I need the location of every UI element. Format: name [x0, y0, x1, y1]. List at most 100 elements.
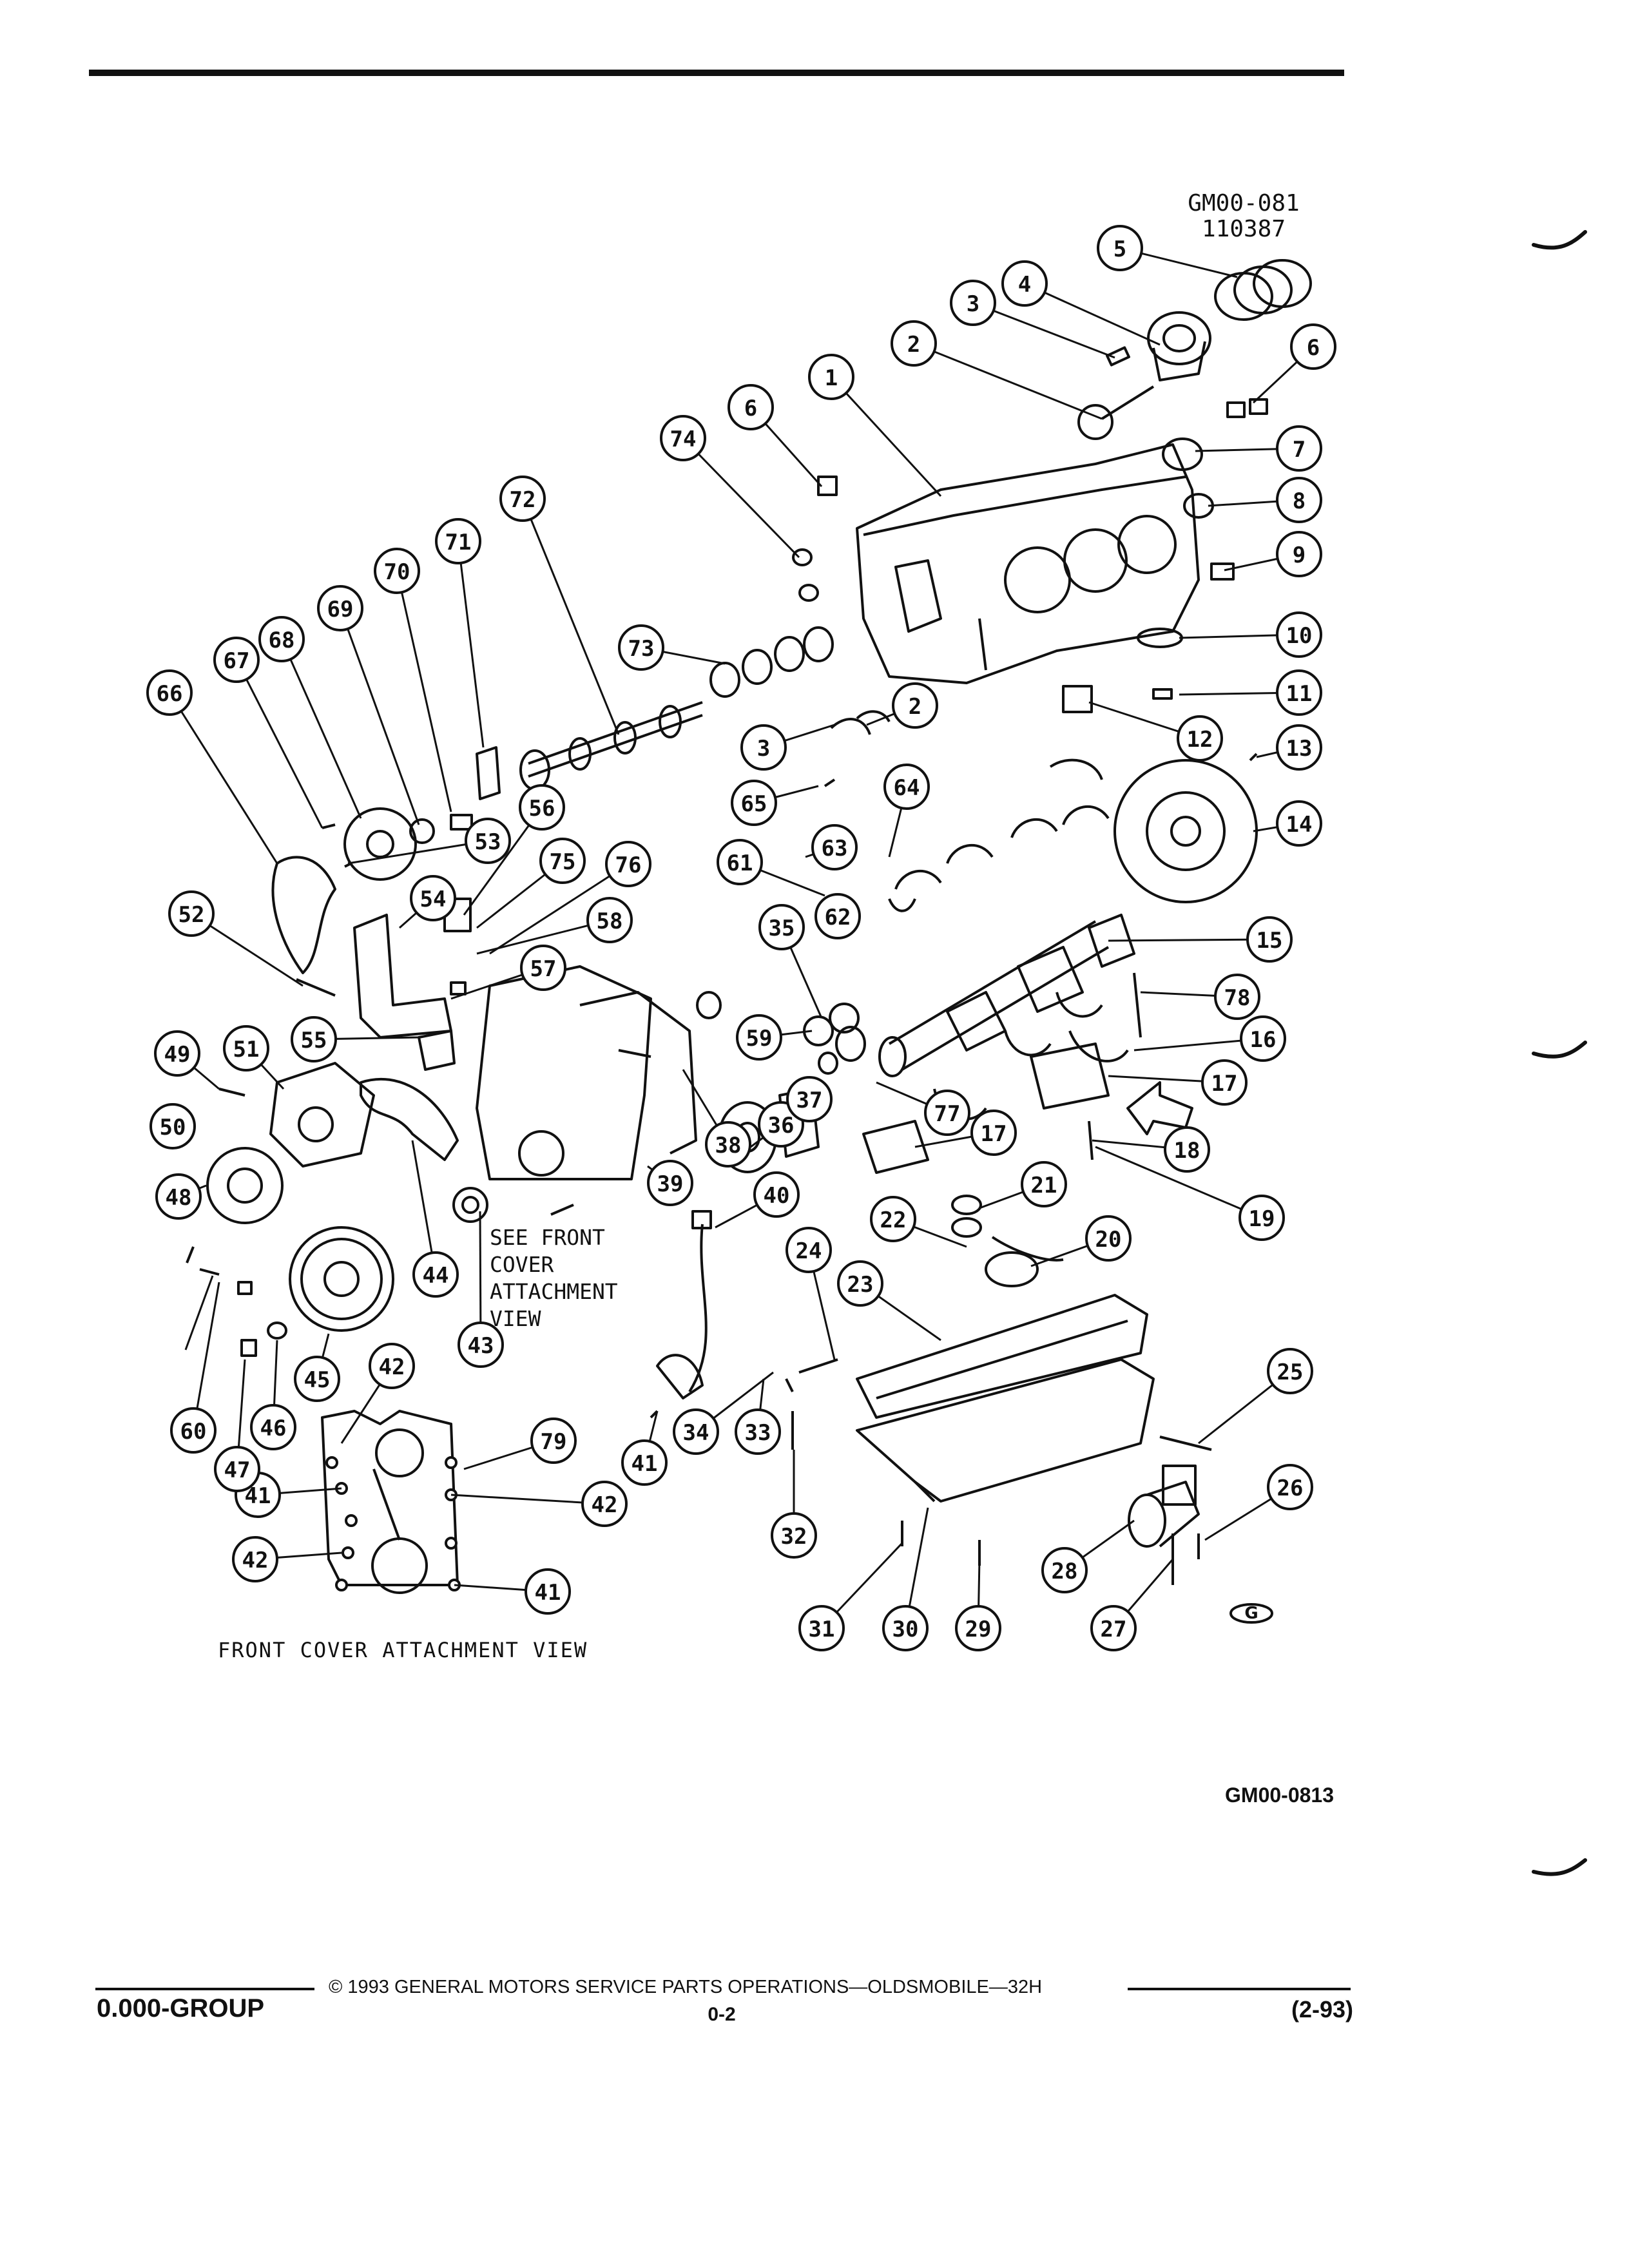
part-callout: 53 [465, 818, 511, 864]
callout-circle [520, 945, 566, 991]
callout-circle [786, 1227, 832, 1273]
callout-circle [811, 824, 858, 870]
callout-leader-line [450, 1494, 605, 1505]
callout-circle [258, 616, 305, 662]
part-callout: 74 [660, 415, 706, 461]
part-callout: 15 [1246, 916, 1293, 963]
callout-number: 38 [715, 1133, 742, 1158]
callout-circle [1276, 800, 1322, 847]
connecting-rod-drawing [1077, 346, 1155, 440]
callout-number: 59 [746, 1026, 773, 1052]
part-callout: 29 [955, 1605, 1001, 1651]
callout-number: 5 [1113, 236, 1126, 262]
part-callout: 8 [1276, 477, 1322, 523]
see-note-line: VIEW [490, 1306, 541, 1331]
part-callout: 11 [1276, 669, 1322, 716]
engine-block-drawing [856, 443, 1200, 684]
camshaft-bearings-drawing [709, 548, 834, 698]
part-callout: 40 [753, 1171, 800, 1218]
callout-number: 16 [1250, 1027, 1277, 1053]
piston-rings-drawing [1214, 259, 1312, 321]
callout-number: 53 [475, 829, 501, 855]
callout-circle [223, 1025, 269, 1072]
callout-number: 6 [1307, 335, 1320, 361]
callout-number: 17 [981, 1121, 1007, 1147]
part-callout: 31 [798, 1605, 845, 1651]
part-callout: 35 [758, 904, 805, 950]
callout-circle [705, 1121, 751, 1168]
part-callout: 69 [317, 585, 363, 631]
callout-number: 79 [541, 1429, 567, 1455]
callout-circle [621, 1439, 668, 1486]
part-callout: 30 [882, 1605, 929, 1651]
callout-circle [950, 280, 996, 326]
part-callout: 71 [435, 518, 481, 564]
part-callout: 18 [1164, 1126, 1210, 1173]
diagram-date-code: 110387 [1201, 216, 1286, 242]
callout-circle [1267, 1464, 1313, 1510]
part-callout: 63 [811, 824, 858, 870]
part-callout: 21 [1021, 1161, 1067, 1207]
callout-leader-line [339, 608, 420, 825]
part-callout: 67 [213, 637, 260, 683]
part-callout: 56 [519, 784, 565, 831]
part-callout: 14 [1276, 800, 1322, 847]
callout-circle [214, 1446, 260, 1492]
part-callout: 1 [808, 354, 854, 400]
callout-number: 4 [1018, 272, 1031, 298]
callout-number: 29 [965, 1617, 992, 1642]
gm-logo-letter: G [1244, 1604, 1258, 1623]
callout-number: 44 [423, 1263, 449, 1289]
part-callout: 61 [717, 839, 763, 885]
callout-number: 60 [180, 1419, 207, 1445]
callout-number: 32 [781, 1524, 807, 1550]
camshaft-drawing [519, 701, 703, 791]
callout-number: 42 [242, 1548, 269, 1573]
part-callout: 2 [892, 682, 938, 729]
part-callout: 41 [621, 1439, 668, 1486]
callout-circle [581, 1481, 628, 1527]
footer-copyright: © 1993 GENERAL MOTORS SERVICE PARTS OPER… [329, 1977, 1043, 1997]
part-callout: 52 [168, 890, 215, 937]
callout-number: 77 [934, 1101, 961, 1127]
callout-circle [1021, 1161, 1067, 1207]
main-bearings-drawing [830, 710, 1129, 1120]
part-callout: 28 [1041, 1547, 1088, 1593]
callout-circle [1290, 323, 1336, 370]
callout-number: 45 [304, 1367, 331, 1393]
figure-number: GM00-0813 [1225, 1783, 1334, 1807]
part-callout: 65 [731, 780, 777, 826]
diagram-id-code: GM00-081 [1188, 190, 1300, 216]
callout-circle [1214, 974, 1260, 1020]
callout-circle [970, 1110, 1017, 1156]
callout-circle [1164, 1126, 1210, 1173]
callout-circle [1090, 1605, 1137, 1651]
callout-circle [1246, 916, 1293, 963]
callout-leader-line [830, 376, 942, 497]
callout-circle [1240, 1015, 1286, 1062]
part-callout: 66 [146, 669, 193, 716]
callout-circle [146, 669, 193, 716]
part-callout: 42 [581, 1481, 628, 1527]
footer-rule-left [95, 1988, 314, 1990]
callout-number: 15 [1257, 928, 1283, 954]
part-callout: 39 [647, 1160, 693, 1206]
callout-number: 68 [269, 628, 295, 653]
callout-circle [647, 1160, 693, 1206]
callout-circle [410, 875, 456, 921]
part-callout: 48 [155, 1173, 202, 1220]
callout-circle [232, 1536, 278, 1582]
pulley-drawing [206, 1147, 488, 1332]
callout-number: 12 [1187, 727, 1213, 753]
callout-circle [717, 839, 763, 885]
callout-number: 42 [379, 1354, 405, 1380]
main-bearing-caps-drawing [862, 972, 1142, 1174]
callout-circle [412, 1251, 459, 1298]
callout-number: 34 [683, 1420, 709, 1446]
part-callout: 60 [170, 1407, 217, 1454]
part-callout: 47 [214, 1446, 260, 1492]
part-callout: 19 [1239, 1195, 1285, 1241]
footer-rule-right [1128, 1988, 1351, 1990]
callout-circle [870, 1196, 916, 1242]
